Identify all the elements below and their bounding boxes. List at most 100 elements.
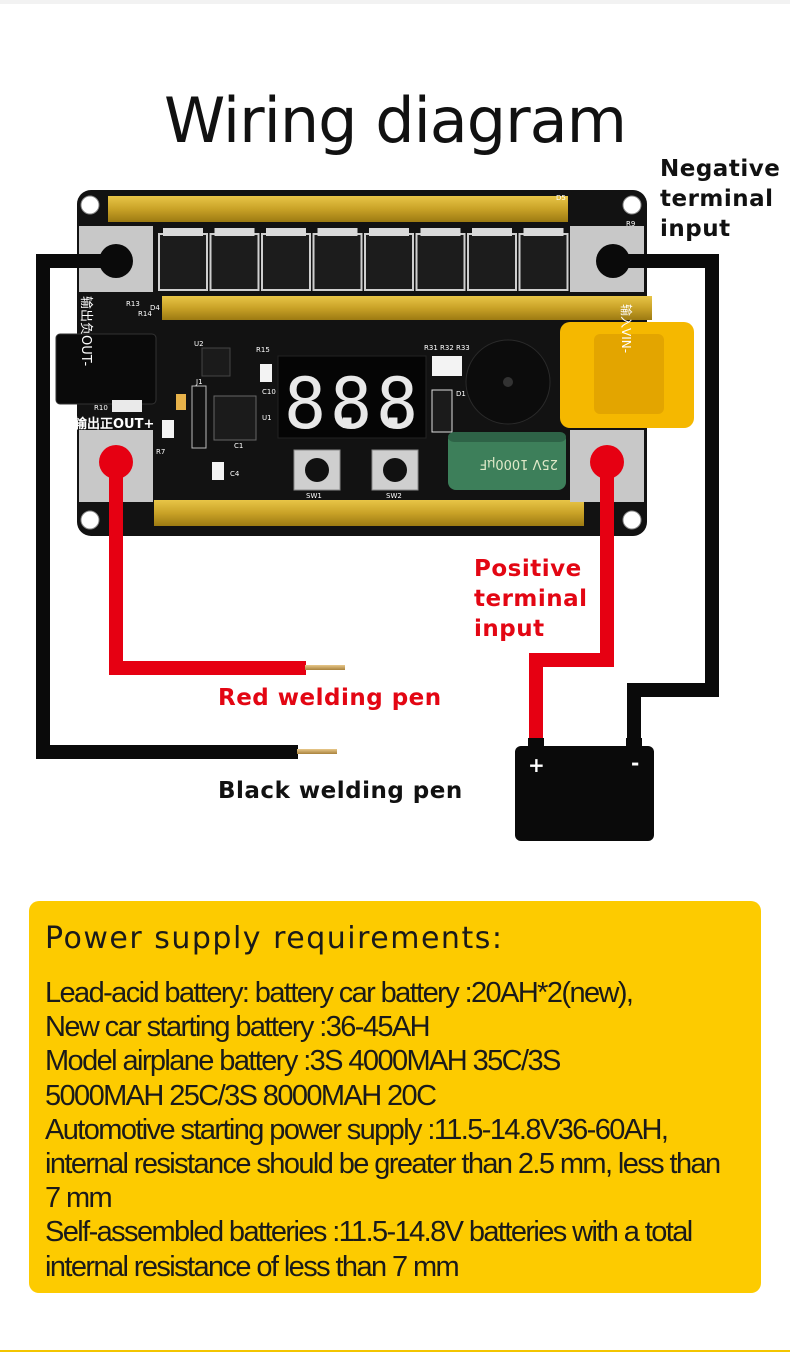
top-border — [0, 0, 790, 4]
mosfet — [467, 233, 517, 291]
mosfet-tab — [163, 228, 203, 236]
label-sw2: SW2 — [386, 492, 402, 500]
resistor-r15 — [260, 364, 272, 382]
buzzer-hole — [503, 377, 513, 387]
mount-hole — [622, 510, 642, 530]
mosfet-tab — [266, 228, 306, 236]
mosfet — [518, 233, 569, 291]
mosfet-row — [158, 228, 569, 291]
red-welding-pen-sleeve — [288, 661, 306, 675]
mosfet-tab — [472, 228, 512, 236]
label-out-minus: 输出负OUT- — [78, 296, 94, 366]
label-r10: R10 — [94, 404, 108, 412]
callout-line: Negative — [660, 156, 781, 182]
requirement-line: internal resistance should be greater th… — [45, 1148, 721, 1181]
red-wire-output — [109, 462, 291, 675]
requirement-line: Self-assembled batteries :11.5-14.8V bat… — [45, 1216, 693, 1249]
label-r14: R14 — [138, 310, 152, 318]
bottom-border — [0, 1350, 790, 1352]
display-digit: 8. — [330, 363, 414, 445]
copper-rail-bottom — [154, 500, 584, 526]
capacitor-label: 25V 1000μF — [480, 456, 558, 471]
copper-rail-top — [108, 196, 568, 222]
black-wire-negative-input — [613, 254, 719, 746]
label-r15: R15 — [256, 346, 270, 354]
requirement-line: Lead-acid battery: battery car battery :… — [45, 977, 634, 1009]
callout-line: terminal — [474, 586, 588, 612]
capacitor — [162, 420, 174, 438]
seven-segment-display — [277, 355, 427, 439]
ic-u2 — [201, 347, 231, 377]
requirements-title: Power supply requirements: — [45, 921, 504, 956]
battery-plus-sign: + — [528, 753, 545, 777]
black-wire-output — [36, 254, 284, 759]
mosfet-tab — [420, 228, 461, 236]
mount-hole — [80, 510, 100, 530]
label-c1: C1 — [234, 442, 243, 450]
label-r7: R7 — [156, 448, 165, 456]
mosfet — [415, 233, 466, 291]
label-vin-minus: 输入VIN- — [619, 304, 634, 353]
diode-d1 — [431, 389, 453, 433]
battery-minus-sign: - — [631, 751, 639, 775]
red-welding-pen-tip — [305, 665, 345, 670]
label-u1: U1 — [262, 414, 272, 422]
battery — [515, 746, 654, 841]
terminal-dot-red — [590, 445, 624, 479]
label-u2: U2 — [194, 340, 204, 348]
requirement-line: Model airplane battery :3S 4000MAH 35C/3… — [45, 1045, 561, 1078]
label-r31: R31 R32 R33 — [424, 344, 470, 352]
terminal-dot-black — [596, 244, 630, 278]
requirement-line: 7 mm — [45, 1182, 113, 1215]
mount-hole — [80, 195, 100, 215]
positive-terminal-callout: Positive terminal input — [474, 554, 588, 644]
requirement-line: Automotive starting power supply :11.5-1… — [45, 1113, 669, 1146]
xt60-slot — [594, 334, 664, 414]
callout-line: Positive — [474, 556, 582, 582]
capacitor — [212, 462, 224, 480]
terminal-dot-black — [99, 244, 133, 278]
label-c10: C10 — [262, 388, 276, 396]
copper-rail-middle — [162, 296, 652, 320]
mosfet — [312, 233, 363, 291]
white-component — [112, 400, 142, 412]
requirement-line: New car starting battery :36-45AH — [45, 1011, 431, 1044]
mosfet-tab — [523, 228, 564, 236]
label-c4: C4 — [230, 470, 240, 478]
label-sw1: SW1 — [306, 492, 322, 500]
terminal-dot-red — [99, 445, 133, 479]
mount-hole — [622, 195, 642, 215]
mosfet-tab — [317, 228, 358, 236]
wiring-diagram: 8. 8. 8. 25V 1000μF 输出负OUT- 输出正OUT+ 输入VI… — [36, 190, 719, 841]
requirement-line: 5000MAH 25C/3S 8000MAH 20C — [45, 1079, 437, 1112]
negative-terminal-callout: Negative terminal input — [660, 154, 780, 244]
label-r13: R13 — [126, 300, 140, 308]
display-digit: 8. — [284, 363, 368, 445]
red-welding-pen-label: Red welding pen — [218, 685, 442, 711]
label-d5: D5 — [556, 194, 566, 202]
requirements-list: Lead-acid battery: battery car battery :… — [45, 976, 759, 1284]
requirement-line: internal resistance of less than 7 mm — [45, 1250, 460, 1283]
capacitor — [176, 394, 186, 410]
electrolytic-capacitor — [448, 432, 566, 490]
pin-header-j1 — [191, 385, 207, 449]
label-d4: D4 — [150, 304, 160, 312]
callout-line: terminal — [660, 186, 774, 212]
label-d1: D1 — [456, 390, 466, 398]
black-welding-pen-tip — [297, 749, 337, 754]
black-welding-pen-label: Black welding pen — [218, 778, 463, 804]
mosfet — [209, 233, 260, 291]
callout-line: input — [660, 216, 731, 242]
red-wire-positive-input — [529, 462, 614, 746]
resistor-r31 — [432, 356, 462, 376]
page-title: Wiring diagram — [163, 84, 627, 157]
callout-line: input — [474, 616, 545, 642]
capacitor-band — [448, 432, 566, 442]
mosfet-tab — [369, 228, 409, 236]
mosfet — [364, 233, 414, 291]
requirements-panel: Power supply requirements: Lead-acid bat… — [29, 901, 761, 1293]
mosfet — [261, 233, 311, 291]
switch-sw2-button — [383, 458, 407, 482]
mosfet-tab — [214, 228, 255, 236]
label-j1: J1 — [195, 378, 203, 386]
